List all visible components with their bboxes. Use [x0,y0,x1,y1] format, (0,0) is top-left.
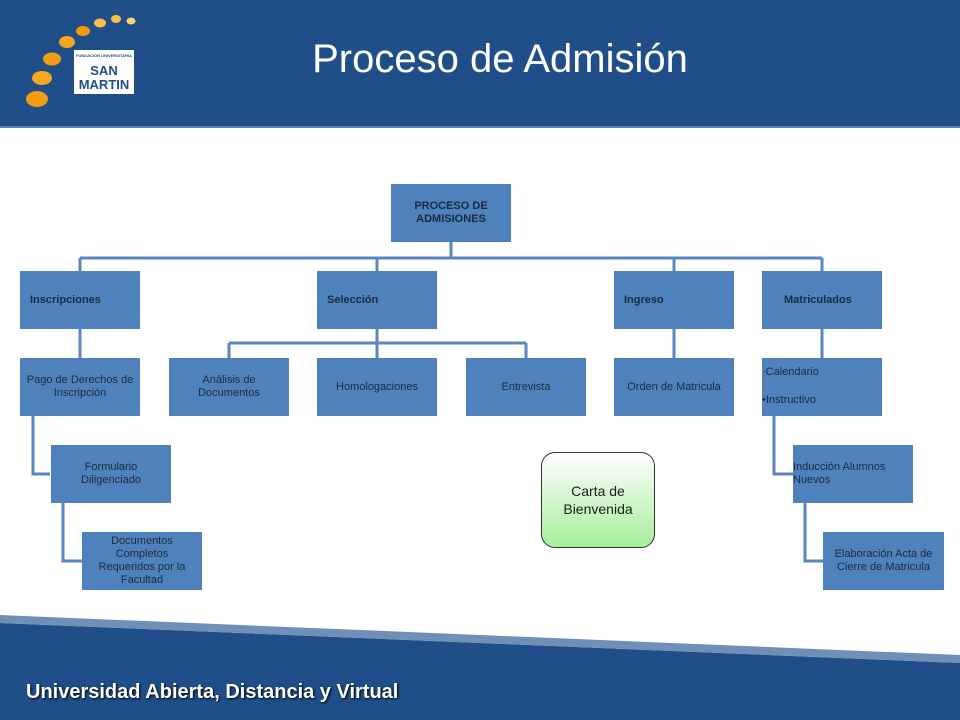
seleccion-connector [227,329,528,358]
step-entrevista: Entrevista [466,358,586,416]
step-pago: Pago de Derechos de Inscripción [20,358,140,416]
header-bar: FUNDACION UNIVERSITARIA SAN MARTIN tras … [0,0,960,128]
logo-slogan-line2: juntos los realizaremos! [83,106,129,121]
step-orden-matricula: Orden de Matricula [614,358,734,416]
branch-inscripciones: Inscripciones [20,271,140,329]
matriculados-list-box: ·Calendario •Instructivo [762,358,882,416]
step-acta: Elaboración Acta de Cierre de Matricula [823,532,944,590]
acta-connector [803,503,823,563]
logo-name-line2: MARTIN [78,77,130,92]
logo-slogan-line1: tras tus sueños... [77,98,135,105]
induccion-connector [772,416,793,476]
bullet-icon: • [762,394,766,406]
logo-badge: FUNDACION UNIVERSITARIA SAN MARTIN [72,48,136,96]
logo-small-text: FUNDACION UNIVERSITARIA [76,53,132,58]
step-induccion: Inducción Alumnos Nuevos [793,445,913,503]
list-item-instructivo: Instructivo [765,394,816,406]
branch-seleccion: Selección [317,271,437,329]
step-homologaciones: Homologaciones [317,358,437,416]
branch-matriculados: Matriculados [762,271,882,329]
bullet-icon: · [762,366,766,378]
logo-slogan: tras tus sueños... juntos los realizarem… [70,98,142,122]
university-logo [20,14,145,119]
carta-bienvenida-callout: Carta de Bienvenida [541,452,655,548]
root-node: PROCESO DE ADMISIONES [391,184,511,242]
footer-band [0,615,960,720]
step-documentos: Documentos Completos Requeridos por la F… [82,532,202,590]
step-formulario: Formulario Diligenciado [51,445,171,503]
list-item: •Instructivo [762,394,816,407]
branch-ingreso: Ingreso [614,271,734,329]
logo-name: SAN MARTIN [76,64,132,92]
formulario-connector [31,416,50,476]
logo-name-line1: SAN [90,63,118,78]
step-analisis: Análisis de Documentos [169,358,289,416]
logo-orange-dots-icon [26,15,136,107]
footer-text: Universidad Abierta, Distancia y Virtual [26,681,399,703]
list-item-calendario: Calendario [765,366,819,378]
slide-title: Proceso de Admisión [312,37,688,81]
list-item: ·Calendario [762,366,819,379]
documentos-connector [61,503,82,563]
root-connector [78,242,824,271]
